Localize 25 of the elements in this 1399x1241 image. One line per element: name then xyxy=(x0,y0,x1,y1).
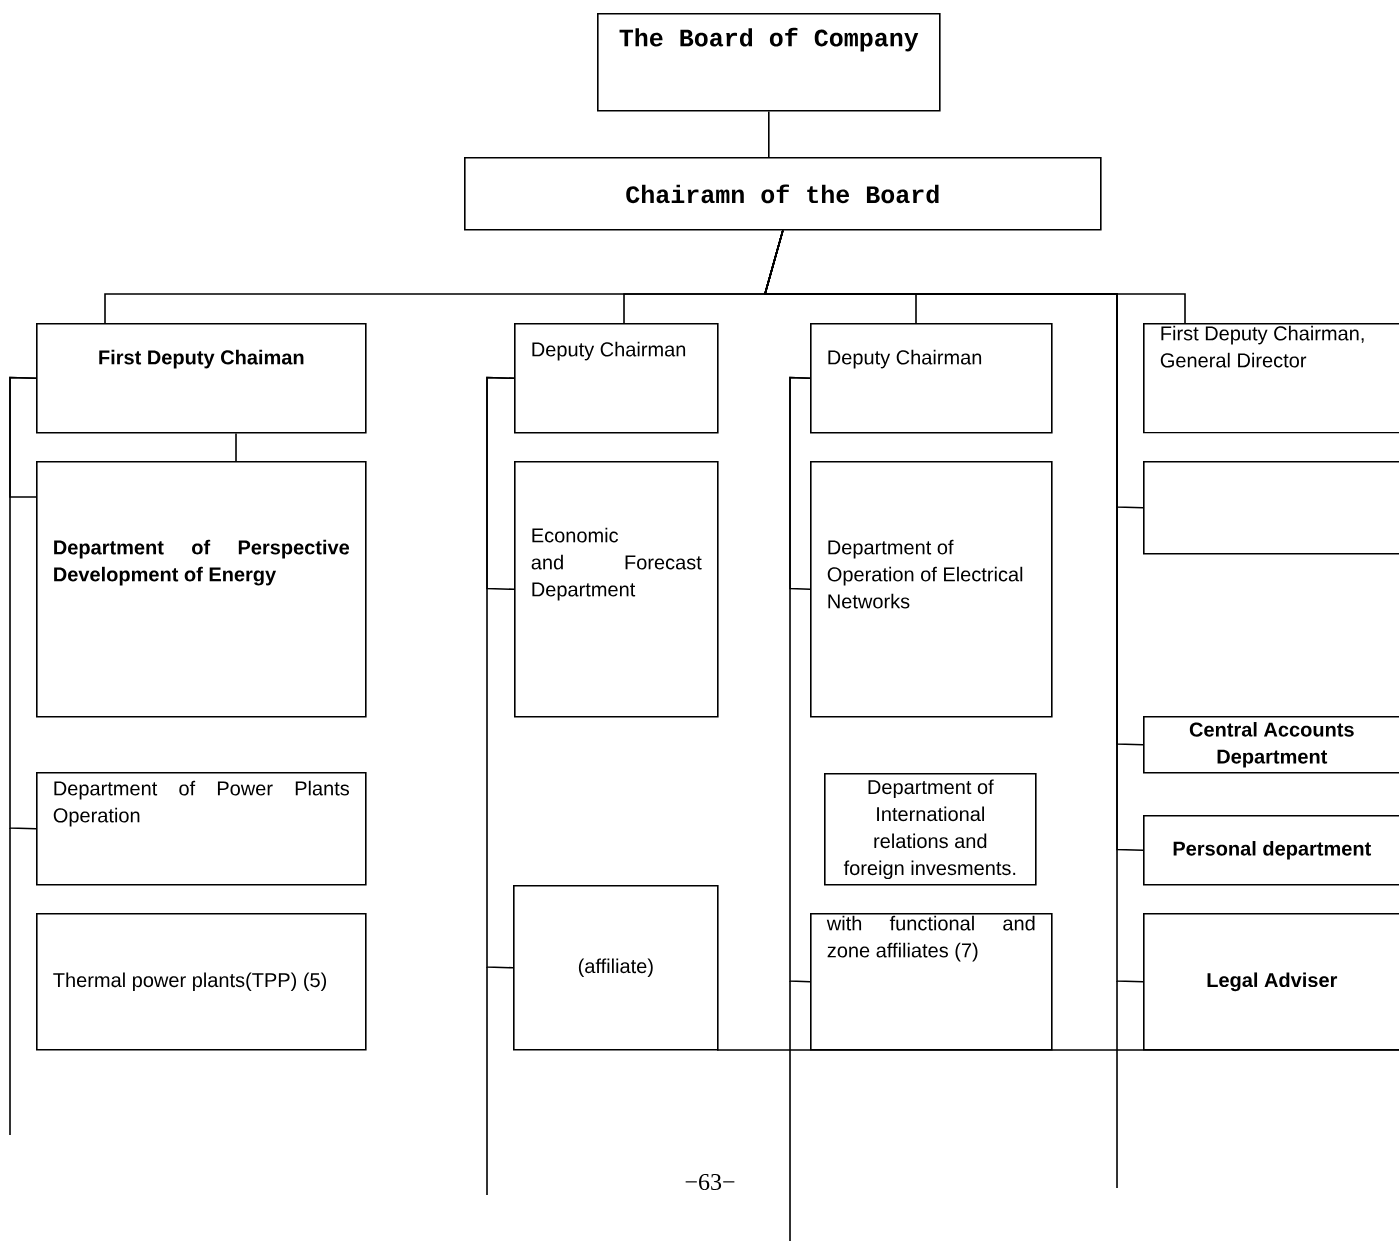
connector-line xyxy=(9,376,37,498)
connector-line xyxy=(763,229,1144,983)
org-box: Chairamn of the Board xyxy=(464,157,1102,231)
org-box: Department of Power Plants Operation xyxy=(36,772,367,886)
org-box: Economic and Forecast Department xyxy=(514,461,719,718)
org-box: Department of Perspective Development of Energy xyxy=(36,461,367,718)
org-box: with functional and zone affiliates (7) xyxy=(810,913,1053,1051)
org-box: Personal department xyxy=(1143,815,1399,886)
org-box: Deputy Chairman xyxy=(514,323,719,434)
org-box: Deputy Chairman xyxy=(810,323,1053,434)
org-box: Department of International relations and foreign invesments. xyxy=(824,773,1037,886)
connector-line xyxy=(235,432,237,462)
org-box: Department of Operation of Electrical Networks xyxy=(810,461,1053,718)
connector-line xyxy=(486,376,515,969)
org-box: (affiliate) xyxy=(513,885,719,1051)
org-box: Legal Adviser xyxy=(1143,913,1399,1051)
org-box: Thermal power plants(TPP) (5) xyxy=(36,913,367,1051)
org-box xyxy=(1143,461,1399,555)
org-box: Central Accounts Department xyxy=(1143,716,1399,774)
connector-line xyxy=(768,110,770,158)
org-box: First Deputy Chaiman xyxy=(36,323,367,434)
org-box: First Deputy Chairman, General Director xyxy=(1143,323,1399,434)
page-number: −63− xyxy=(685,1173,735,1191)
connector-line xyxy=(789,376,811,983)
org-box: The Board of Company xyxy=(597,13,941,112)
